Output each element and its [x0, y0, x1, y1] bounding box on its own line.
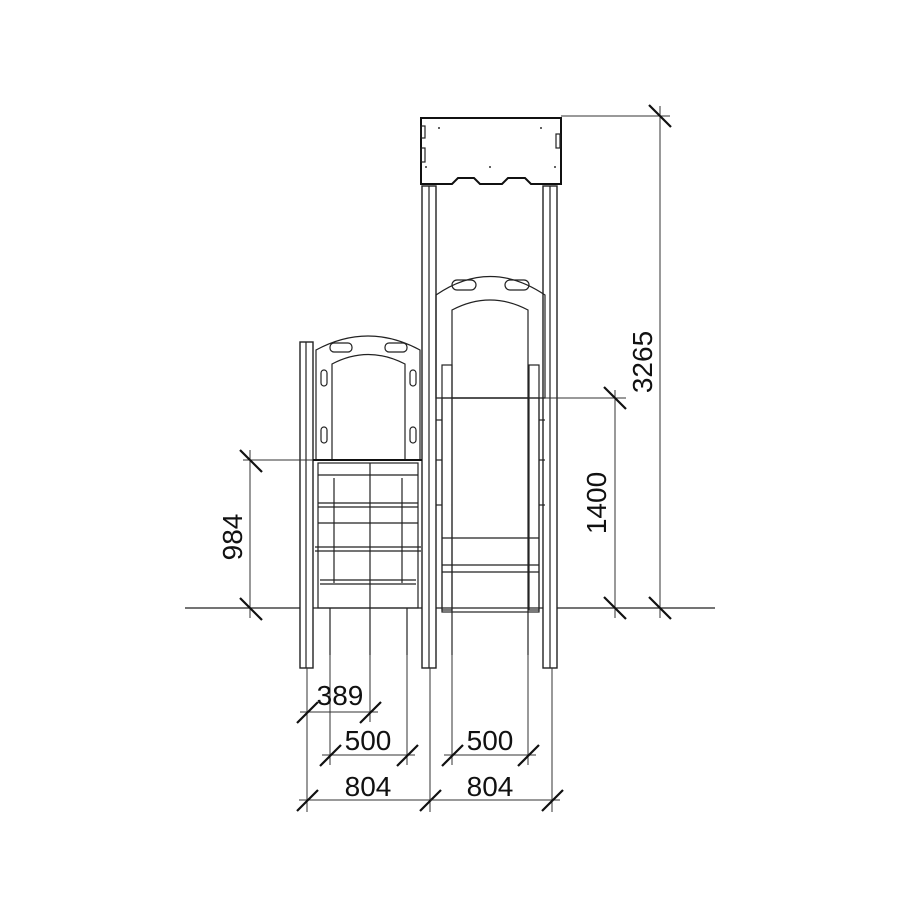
- dimension-389: 389: [296, 680, 382, 724]
- dim-label-804-right: 804: [467, 771, 514, 802]
- dimension-1400: 1400: [545, 386, 627, 620]
- dim-label-3265: 3265: [627, 331, 658, 393]
- dim-label-500-right: 500: [467, 725, 514, 756]
- ladder: [315, 462, 421, 655]
- left-tower-panel: [313, 335, 422, 461]
- dimension-3265: 3265: [561, 104, 672, 620]
- dimension-500-right: 500: [441, 725, 540, 767]
- dimension-804-left: 804: [296, 771, 442, 812]
- slide: [436, 364, 545, 655]
- dimension-500-left: 500: [319, 725, 419, 767]
- dim-label-500-left: 500: [345, 725, 392, 756]
- dimension-804-right: 804: [430, 771, 564, 812]
- posts: [299, 185, 558, 669]
- dim-label-389: 389: [317, 680, 364, 711]
- dim-label-984: 984: [217, 514, 248, 561]
- slide-tower-panel: [435, 275, 546, 399]
- dim-label-1400: 1400: [581, 472, 612, 534]
- dimension-984: 984: [217, 449, 313, 621]
- roof: [420, 117, 562, 185]
- extension-lines: [306, 655, 553, 812]
- dim-label-804-left: 804: [345, 771, 392, 802]
